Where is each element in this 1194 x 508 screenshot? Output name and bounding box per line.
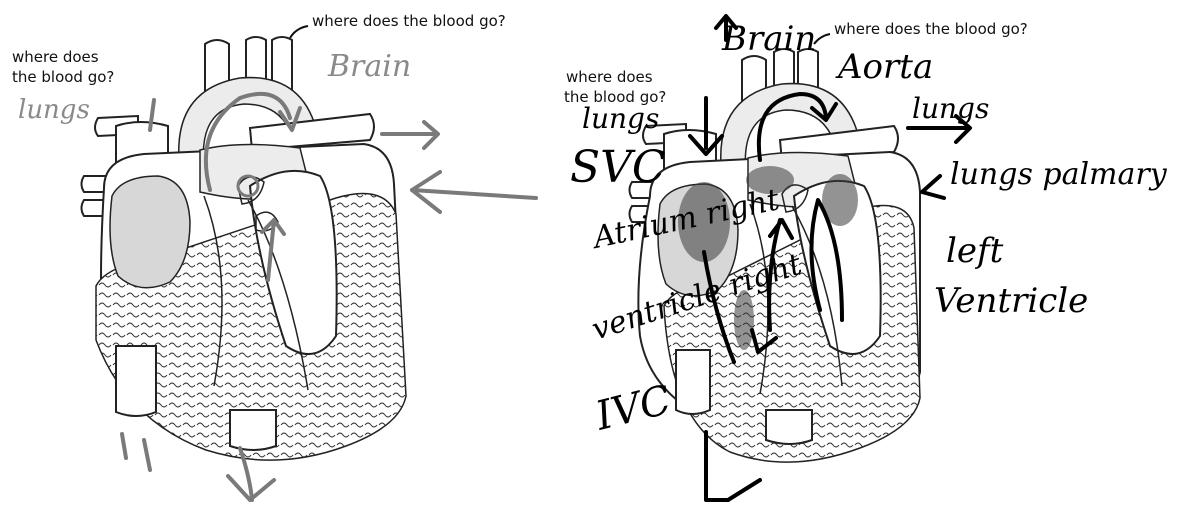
right-prompt-top-pointer (814, 34, 830, 44)
right-prompt-left-line1: where does (566, 68, 653, 86)
right-label-svc: SVC (570, 142, 666, 193)
left-prompt-top-pointer (290, 26, 308, 38)
left-answer-lungs: lungs (18, 95, 90, 125)
right-heart-diagram: where does the blood go? where does the … (564, 16, 1168, 500)
right-label-left-ventricle-line2: Ventricle (934, 281, 1088, 321)
right-label-aorta: Aorta (835, 47, 933, 87)
right-label-lungs-right: lungs (912, 92, 989, 125)
left-prompt-left-line1: where does (12, 48, 99, 66)
left-heart-drawing (82, 37, 537, 500)
right-label-left-ventricle-line1: left (946, 231, 1004, 271)
right-label-lungs-left: lungs (582, 102, 659, 135)
left-answer-brain: Brain (327, 49, 411, 84)
right-heart-drawing (630, 16, 971, 500)
right-prompt-top: where does the blood go? (834, 20, 1028, 38)
right-label-brain: Brain (721, 19, 816, 59)
left-prompt-left-line2: the blood go? (12, 68, 114, 86)
right-label-lungs-palmary: lungs palmary (950, 157, 1168, 192)
left-prompt-top: where does the blood go? (312, 12, 506, 30)
left-heart-diagram: where does the blood go? where does the … (12, 12, 536, 500)
right-label-ivc: IVC (590, 377, 675, 440)
